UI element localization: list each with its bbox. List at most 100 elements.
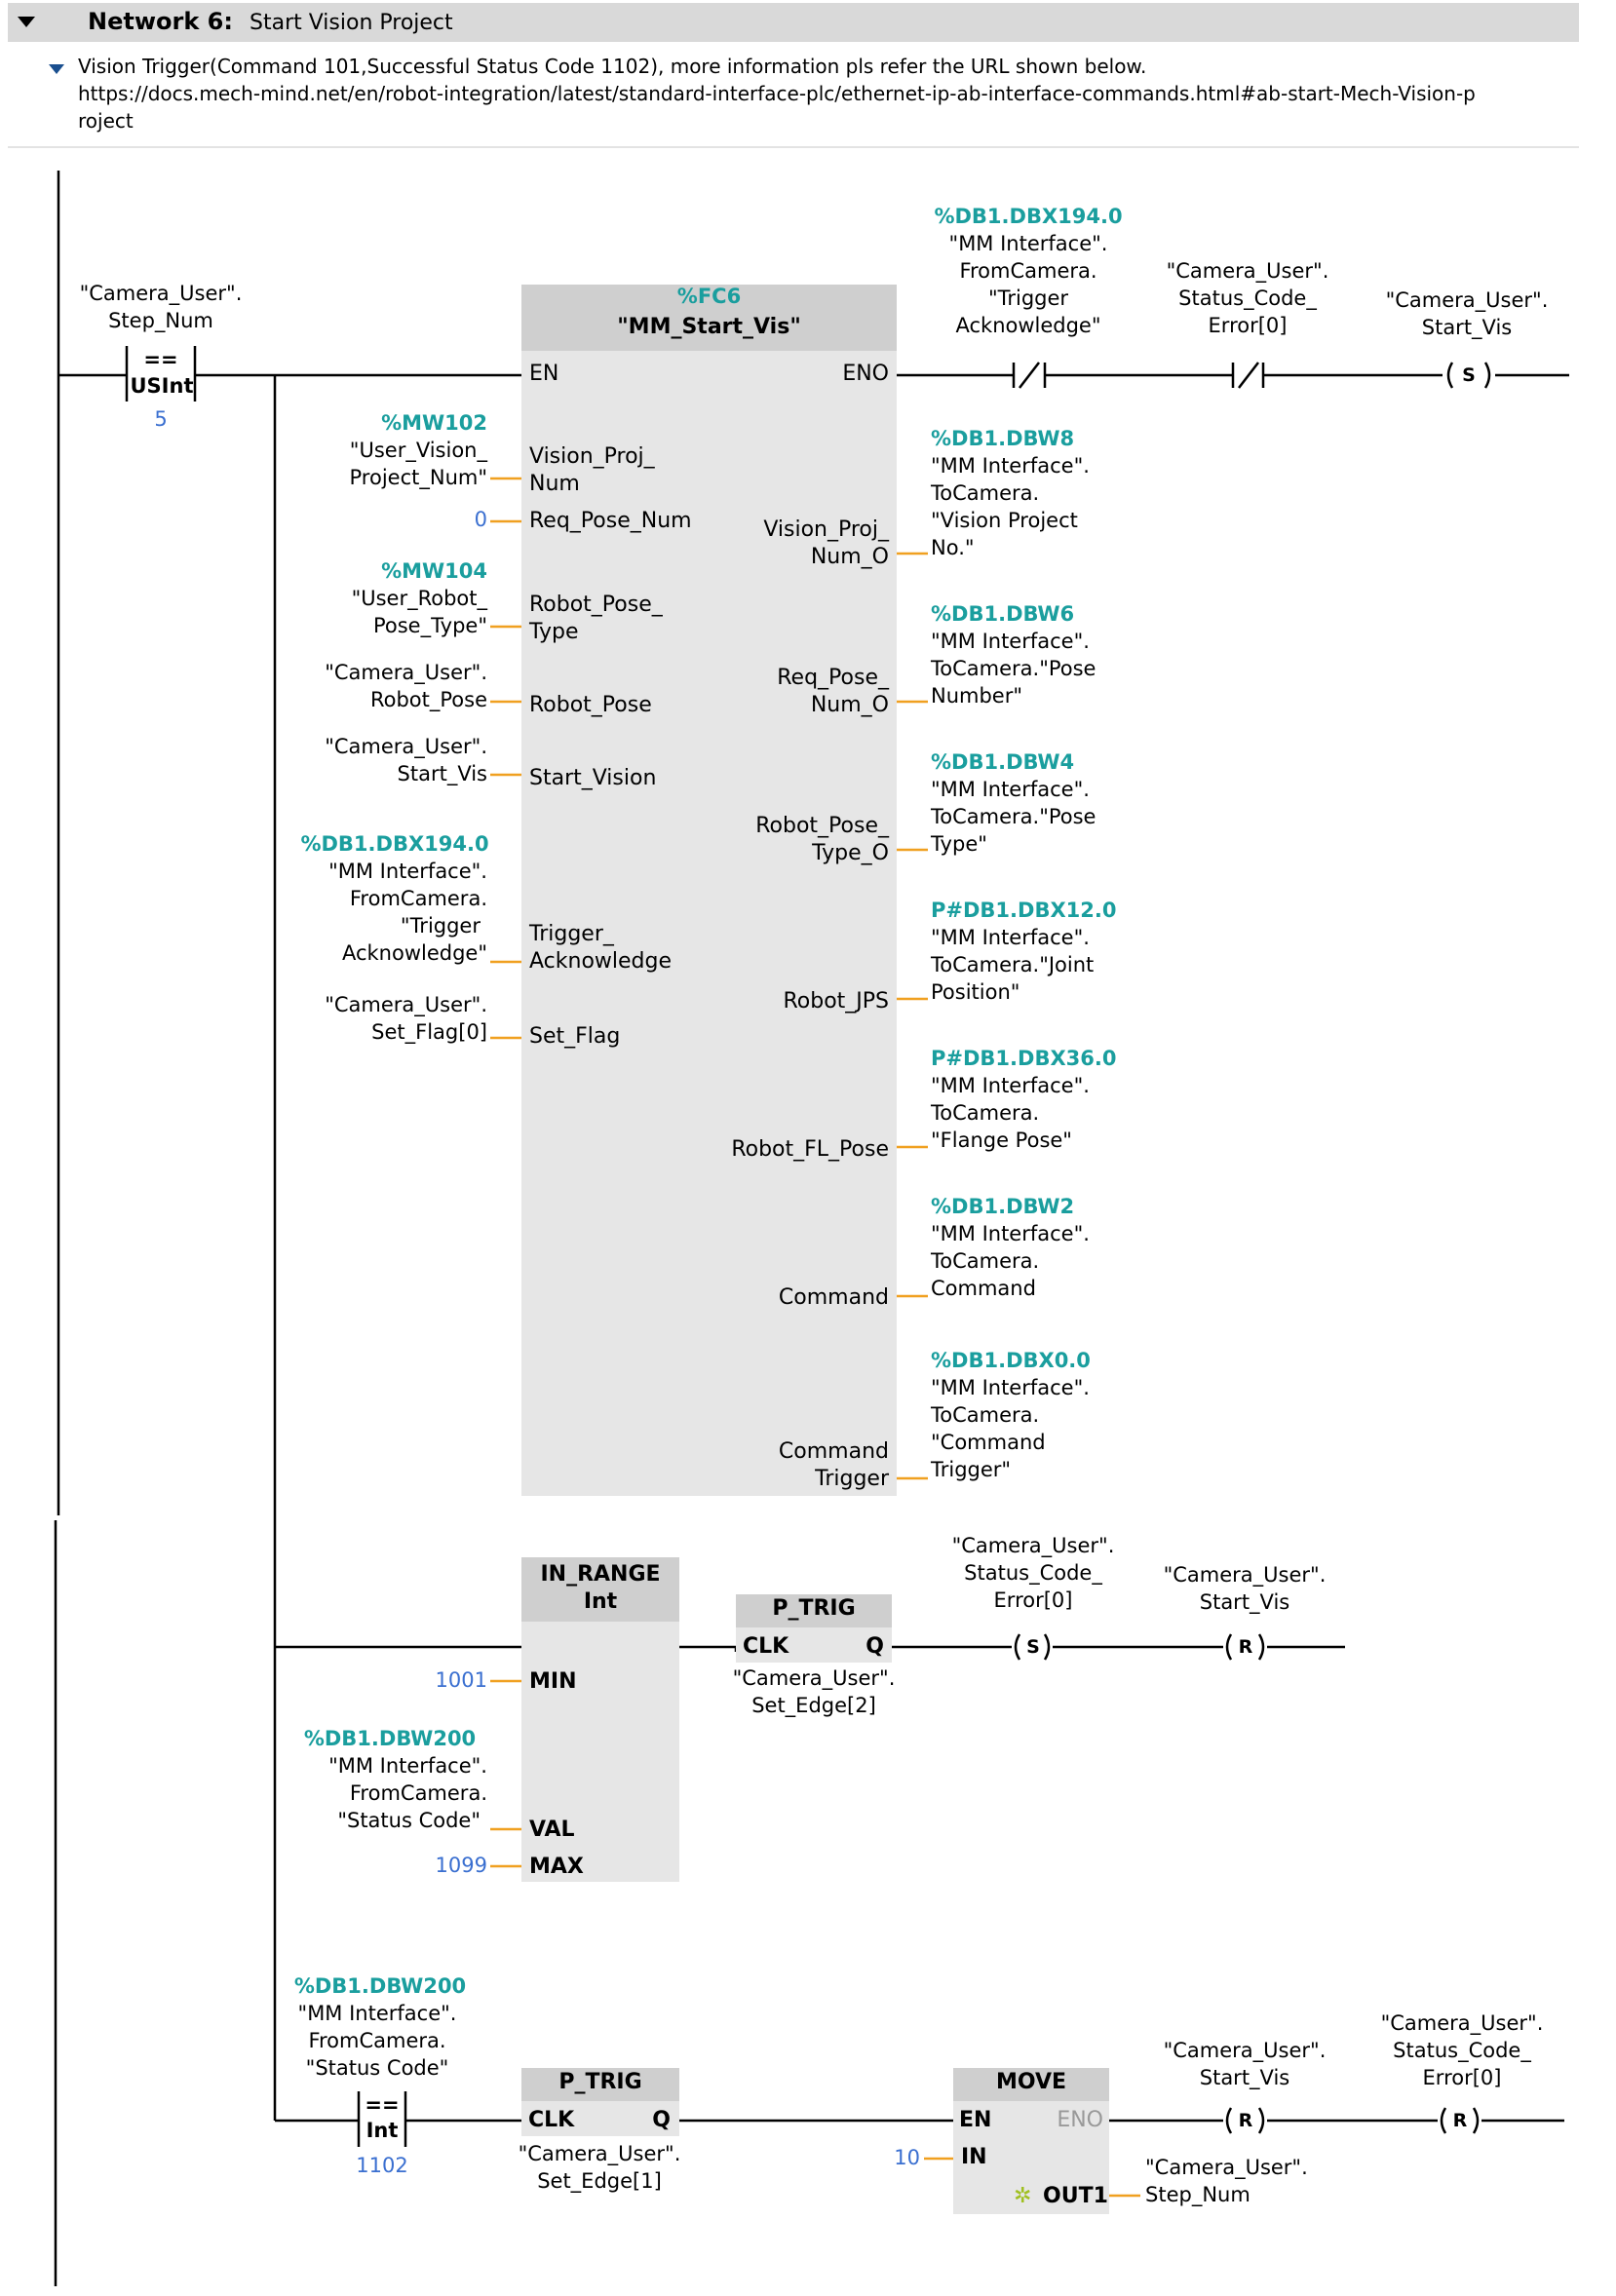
contact1-var-3[interactable]: "Trigger	[987, 287, 1069, 310]
fc-out-var-dbx12-3[interactable]: Position"	[931, 980, 1020, 1004]
coil2r-var-2[interactable]: Start_Vis	[1199, 1590, 1290, 1614]
fc-in-addr-mw104[interactable]: %MW104	[381, 559, 487, 583]
fc-out-var-dbx12-1[interactable]: "MM Interface".	[931, 926, 1090, 949]
fc-out-var-dbx0-1[interactable]: "MM Interface".	[931, 1376, 1090, 1399]
contact1-var-2[interactable]: FromCamera.	[959, 259, 1097, 283]
compare-type[interactable]: USInt	[130, 374, 194, 398]
fc-out-var-dbw4-3[interactable]: Type"	[931, 832, 987, 856]
fc-out-var-dbw8-1[interactable]: "MM Interface".	[931, 454, 1090, 478]
ptrig2-var-2[interactable]: Set_Edge[2]	[751, 1694, 876, 1717]
ptrig-block-3[interactable]	[521, 2068, 679, 2136]
fc-out-var-dbw2-3[interactable]: Command	[931, 1277, 1036, 1300]
compare3-type[interactable]: Int	[366, 2119, 399, 2142]
nc-contact-status-error-icon[interactable]	[1228, 359, 1269, 392]
fc-in-var-robot-pose-type-1[interactable]: "User_Robot_	[351, 587, 487, 610]
ptrig3-var-1[interactable]: "Camera_User".	[518, 2142, 681, 2165]
coil3r2-var-1[interactable]: "Camera_User".	[1380, 2011, 1544, 2035]
fc-out-var-dbw8-4[interactable]: No."	[931, 536, 975, 559]
fc-out-var-dbw6-2[interactable]: ToCamera."Pose	[931, 657, 1097, 680]
reset-coil-start-vis-2-icon[interactable]: R	[1238, 2110, 1253, 2131]
fc-out-var-dbw8-3[interactable]: "Vision Project	[931, 509, 1078, 532]
in-range-min-value[interactable]: 1001	[435, 1668, 487, 1692]
fc-out-var-dbx0-2[interactable]: ToCamera.	[931, 1403, 1040, 1427]
in-range-val-var-3[interactable]: "Status Code"	[337, 1809, 481, 1832]
compare3-operand-3[interactable]: "Status Code"	[305, 2056, 449, 2080]
coil2s-var-3[interactable]: Error[0]	[993, 1588, 1073, 1612]
coil1-var-2[interactable]: Start_Vis	[1421, 316, 1513, 339]
contact2-var-2[interactable]: Status_Code_	[1178, 287, 1317, 310]
set-coil-status-error-icon[interactable]: S	[1026, 1636, 1040, 1658]
fc-in-var-robot-pose-1[interactable]: "Camera_User".	[325, 661, 487, 684]
fc-out-var-dbx36-2[interactable]: ToCamera.	[931, 1101, 1040, 1125]
move-in-value[interactable]: 10	[894, 2146, 920, 2169]
reset-coil-start-vis-icon[interactable]: R	[1238, 1636, 1253, 1658]
contact2-var-3[interactable]: Error[0]	[1208, 314, 1288, 337]
fc-block-mm-start-vis[interactable]	[521, 285, 897, 1496]
fc-out-var-dbx0-4[interactable]: Trigger"	[931, 1458, 1012, 1481]
fc-out-var-dbx36-1[interactable]: "MM Interface".	[931, 1074, 1090, 1097]
network-comment[interactable]: Vision Trigger(Command 101,Successful St…	[8, 51, 1579, 148]
in-range-block[interactable]	[521, 1557, 679, 1882]
fc-in-var-start-vis-1[interactable]: "Camera_User".	[325, 735, 487, 758]
coil2r-var-1[interactable]: "Camera_User".	[1163, 1563, 1327, 1587]
fc-out-var-dbw2-1[interactable]: "MM Interface".	[931, 1222, 1090, 1245]
in-range-type[interactable]: Int	[583, 1589, 618, 1614]
fc-out-var-dbx12-2[interactable]: ToCamera."Joint	[931, 953, 1095, 976]
move-out-var-1[interactable]: "Camera_User".	[1145, 2156, 1308, 2179]
fc-out-var-dbx36-3[interactable]: "Flange Pose"	[931, 1129, 1072, 1152]
fc-out-addr-dbw8[interactable]: %DB1.DBW8	[931, 427, 1075, 450]
compare3-address[interactable]: %DB1.DBW200	[293, 1974, 467, 1998]
ptrig-block-2[interactable]	[736, 1594, 892, 1663]
add-output-star-icon[interactable]: ✲	[1014, 2184, 1032, 2208]
fc-in-var-vision-proj-2[interactable]: Project_Num"	[349, 466, 487, 489]
contact1-address[interactable]: %DB1.DBX194.0	[934, 205, 1123, 228]
fc-in-var-robot-pose-type-2[interactable]: Pose_Type"	[372, 614, 487, 637]
fc-in-addr-trigger-ack[interactable]: %DB1.DBX194.0	[300, 832, 489, 856]
fc-out-var-dbw6-3[interactable]: Number"	[931, 684, 1023, 708]
fc-in-var-trigger-ack-4[interactable]: Acknowledge"	[341, 941, 487, 965]
fc-in-var-set-flag-1[interactable]: "Camera_User".	[325, 993, 487, 1016]
contact1-var-1[interactable]: "MM Interface".	[948, 232, 1108, 255]
coil3r2-var-2[interactable]: Status_Code_	[1393, 2039, 1531, 2062]
coil3r2-var-3[interactable]: Error[0]	[1422, 2066, 1502, 2089]
fc-in-var-trigger-ack-1[interactable]: "MM Interface".	[328, 860, 487, 883]
in-range-max-value[interactable]: 1099	[435, 1854, 487, 1877]
fc-out-addr-dbw2[interactable]: %DB1.DBW2	[931, 1195, 1075, 1218]
fc-out-addr-dbx36[interactable]: P#DB1.DBX36.0	[931, 1047, 1117, 1070]
fc-out-addr-dbw4[interactable]: %DB1.DBW4	[931, 750, 1075, 774]
compare3-value[interactable]: 1102	[356, 2154, 408, 2177]
move-block[interactable]	[953, 2068, 1109, 2214]
collapse-network-icon[interactable]	[18, 17, 35, 27]
compare3-operand-1[interactable]: "MM Interface".	[297, 2002, 457, 2025]
fc-out-var-dbw2-2[interactable]: ToCamera.	[931, 1249, 1040, 1273]
collapse-comment-icon[interactable]	[49, 64, 64, 74]
ptrig3-var-2[interactable]: Set_Edge[1]	[537, 2169, 662, 2193]
ptrig2-var-1[interactable]: "Camera_User".	[732, 1666, 896, 1690]
reset-coil-status-error-icon[interactable]: R	[1452, 2110, 1468, 2131]
coil3r1-var-1[interactable]: "Camera_User".	[1163, 2039, 1327, 2062]
move-out-var-2[interactable]: Step_Num	[1145, 2183, 1250, 2206]
fc-in-var-vision-proj-1[interactable]: "User_Vision_	[349, 439, 487, 462]
coil1-var-1[interactable]: "Camera_User".	[1385, 288, 1549, 312]
fc-in-var-robot-pose-2[interactable]: Robot_Pose	[369, 688, 487, 711]
fc-out-var-dbw4-2[interactable]: ToCamera."Pose	[931, 805, 1097, 828]
coil3r1-var-2[interactable]: Start_Vis	[1199, 2066, 1290, 2089]
network-header[interactable]: Network 6: Start Vision Project	[8, 3, 1579, 42]
fc-in-var-trigger-ack-2[interactable]: FromCamera.	[349, 887, 487, 910]
contact2-var-1[interactable]: "Camera_User".	[1166, 259, 1329, 283]
fc-out-addr-dbw6[interactable]: %DB1.DBW6	[931, 602, 1075, 626]
in-range-val-addr[interactable]: %DB1.DBW200	[303, 1727, 477, 1750]
compare3-operand-2[interactable]: FromCamera.	[308, 2029, 446, 2052]
fc-out-addr-dbx0[interactable]: %DB1.DBX0.0	[931, 1349, 1091, 1372]
in-range-val-var-1[interactable]: "MM Interface".	[328, 1754, 487, 1778]
in-range-val-var-2[interactable]: FromCamera.	[349, 1781, 487, 1805]
network-title[interactable]: Start Vision Project	[250, 11, 453, 35]
fc-in-const-req-pose[interactable]: 0	[474, 508, 487, 531]
fc-in-var-set-flag-2[interactable]: Set_Flag[0]	[371, 1020, 487, 1044]
contact1-var-4[interactable]: Acknowledge"	[955, 314, 1101, 337]
compare-value[interactable]: 5	[154, 407, 168, 431]
fc-out-var-dbx0-3[interactable]: "Command	[931, 1431, 1046, 1454]
fc-out-var-dbw4-1[interactable]: "MM Interface".	[931, 778, 1090, 801]
fc-in-var-trigger-ack-3[interactable]: "Trigger	[400, 914, 481, 938]
set-coil-icon[interactable]: S	[1462, 364, 1476, 386]
